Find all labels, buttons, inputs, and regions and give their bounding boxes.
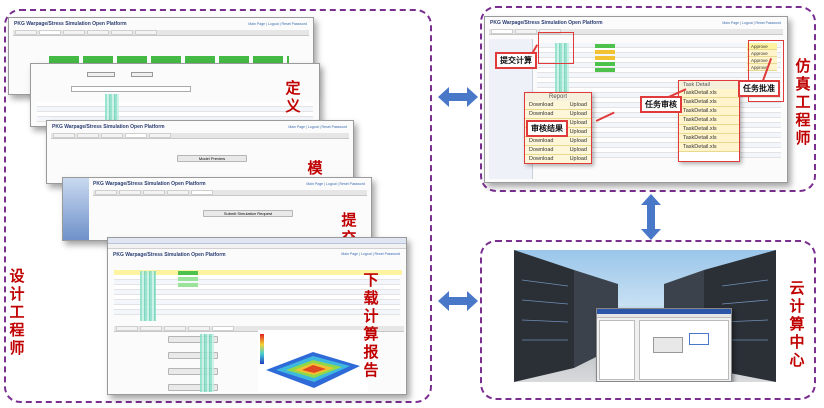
screenshot-submit-window: PKG Warpage/Stress Simulation Open Platf… <box>62 177 372 241</box>
callout-submit-calc: 提交计算 <box>495 52 537 69</box>
upload-link[interactable]: Upload <box>569 120 587 126</box>
report-highlight-box <box>524 92 592 164</box>
upload-link[interactable]: Upload <box>569 111 587 117</box>
task-detail-link[interactable]: TaskDetail.xls <box>679 125 739 134</box>
download-link[interactable]: Download <box>529 111 554 117</box>
task-detail-link[interactable]: TaskDetail.xls <box>679 116 739 125</box>
task-highlight-box <box>678 80 740 162</box>
report-row: Download Upload <box>525 137 591 146</box>
design-engineer-label: 设计工程师 <box>9 268 25 357</box>
submit-highlight-box <box>538 32 574 64</box>
cloud-center-panel <box>480 240 816 400</box>
task-detail-link[interactable]: TaskDetail.xls <box>679 98 739 107</box>
screenshot-model-window: PKG Warpage/Stress Simulation Open Platf… <box>46 120 354 184</box>
step-define-label: 定义 <box>285 80 301 115</box>
task-detail-link[interactable]: TaskDetail.xls <box>679 107 739 116</box>
approve-column: Approve Approve Approve Approve <box>747 43 777 123</box>
upload-link[interactable]: Upload <box>569 147 587 153</box>
task-popup-title: Task Detail <box>679 81 739 89</box>
platform-title: PKG Warpage/Stress Simulation Open Platf… <box>14 21 127 27</box>
download-link[interactable]: Download <box>529 138 554 144</box>
tab-bar <box>13 30 309 36</box>
warpage-contour-plot <box>258 330 368 392</box>
step-model-label: 模 <box>307 160 323 177</box>
report-popup-title: Report <box>525 93 591 101</box>
approve-highlight-box <box>748 40 784 102</box>
arrow-design-cloud-icon <box>438 291 478 311</box>
download-link[interactable]: Download <box>529 147 554 153</box>
arrow-sim-cloud-icon <box>641 194 661 240</box>
sim-engineer-panel <box>480 6 816 192</box>
design-engineer-panel <box>4 9 432 403</box>
callout-task-approve: 任务批准 <box>738 80 780 97</box>
download-link[interactable]: Download <box>529 156 554 162</box>
screenshot-report-window: PKG Warpage/Stress Simulation Open Platf… <box>107 237 407 395</box>
callout-review-result: 审核结果 <box>526 120 568 137</box>
datacenter-image <box>514 250 776 382</box>
upload-link[interactable]: Upload <box>569 156 587 162</box>
solver-window <box>596 308 732 382</box>
submit-request-button[interactable]: Submit Simulation Request <box>203 210 293 217</box>
platform-links: Main Page | Logout | Reset Password <box>248 22 307 26</box>
report-row: Download Upload <box>525 146 591 155</box>
download-link[interactable]: Download <box>529 102 554 108</box>
upload-link[interactable]: Upload <box>569 129 587 135</box>
arrow-design-sim-icon <box>438 87 478 107</box>
task-detail-link[interactable]: TaskDetail.xls <box>679 89 739 98</box>
task-detail-link[interactable]: TaskDetail.xls <box>679 134 739 143</box>
screenshot-params-window <box>30 63 320 127</box>
model-preview-button[interactable]: Model Preview <box>177 155 247 162</box>
cloud-center-label: 云计算中心 <box>789 280 805 369</box>
report-row: Download Upload <box>525 101 591 110</box>
task-detail-link[interactable]: TaskDetail.xls <box>679 143 739 152</box>
report-row: Download Upload <box>525 110 591 119</box>
callout-task-review: 任务审核 <box>640 96 682 113</box>
step-download-label: 下载计算报告 <box>363 272 379 379</box>
upload-link[interactable]: Upload <box>569 102 587 108</box>
upload-link[interactable]: Upload <box>569 138 587 144</box>
sim-engineer-label: 仿真工程师 <box>795 58 811 147</box>
